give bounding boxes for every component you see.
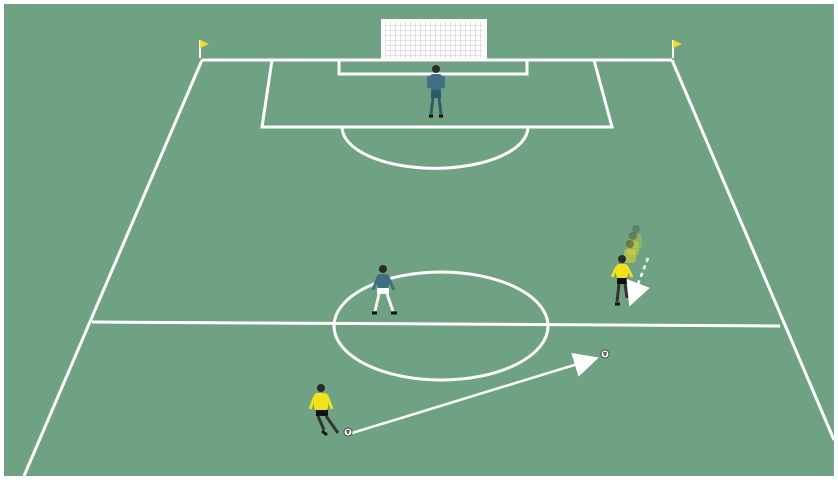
ball-start [344, 428, 352, 436]
ball-target [601, 350, 609, 358]
goal-net [382, 20, 486, 60]
